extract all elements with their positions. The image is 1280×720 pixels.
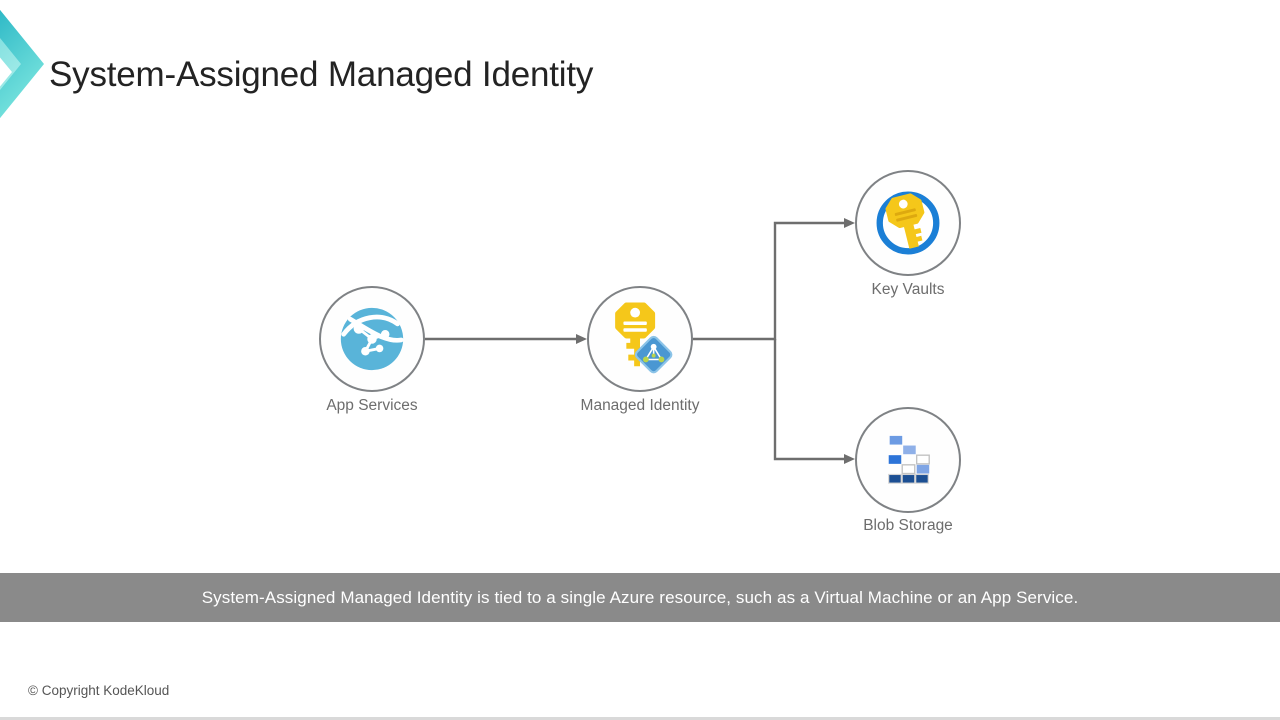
node-key-vaults: [855, 170, 961, 276]
kodekloud-chevron-icon: [0, 9, 44, 119]
node-app-services: [319, 286, 425, 392]
node-label-app-services: App Services: [326, 397, 418, 414]
blob-storage-blocks-icon: [888, 435, 930, 484]
node-managed-identity: [587, 286, 693, 392]
node-label-blob-storage: Blob Storage: [863, 517, 953, 534]
node-blob-storage: [855, 407, 961, 513]
node-label-key-vaults: Key Vaults: [871, 281, 945, 298]
app-services-globe-icon: [340, 307, 404, 371]
copyright-text: © Copyright KodeKloud: [28, 683, 170, 698]
caption-text: System-Assigned Managed Identity is tied…: [201, 587, 1079, 607]
managed-identity-key-icon: [615, 302, 673, 374]
bottom-edge-strip: [0, 717, 1280, 720]
key-vault-icon: [876, 191, 940, 255]
node-label-managed-identity: Managed Identity: [580, 397, 700, 414]
caption-banner: System-Assigned Managed Identity is tied…: [0, 573, 1280, 622]
page-title: System-Assigned Managed Identity: [49, 55, 594, 94]
